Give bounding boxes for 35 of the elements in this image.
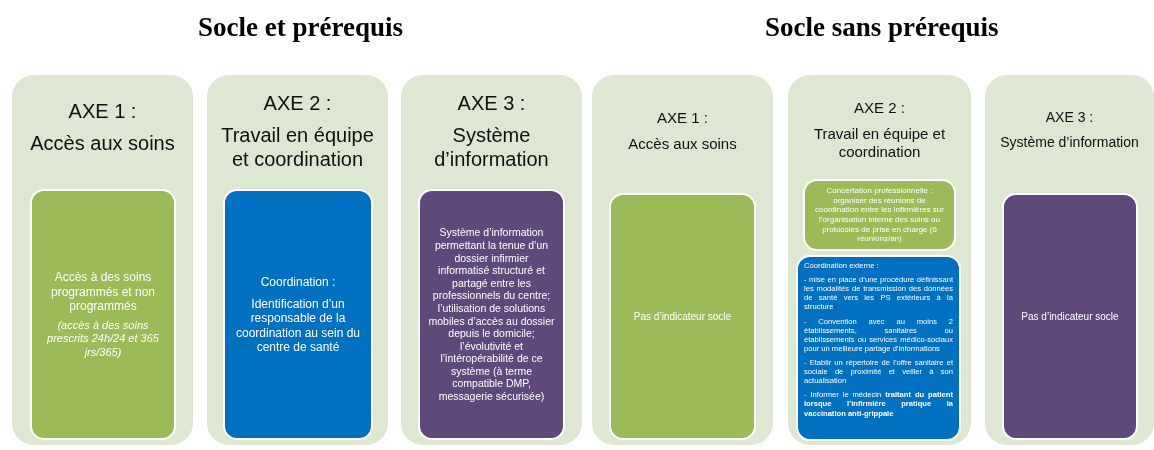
axis-title: Travail en équipe et coordination xyxy=(220,123,375,171)
axis-panel xyxy=(985,75,1154,445)
axis-title: Accès aux soins xyxy=(29,131,176,155)
axis-number: AXE 1 : xyxy=(656,109,709,127)
indicator-card xyxy=(418,189,565,440)
card-text: Pas d’indicateur socle xyxy=(1021,310,1119,323)
card-heading: Accès à des soins programmés et non programmés xyxy=(49,270,157,314)
indicator-card xyxy=(803,179,956,251)
axis-number: AXE 3 : xyxy=(456,91,527,115)
axis-panel xyxy=(207,75,388,445)
indicator-card xyxy=(796,255,961,441)
axis-panel xyxy=(592,75,773,445)
card-text: (accès à des soins prescrits 24h/24 et 365 jrs/365) xyxy=(45,319,160,359)
card-text: Pas d’indicateur socle xyxy=(633,310,732,323)
indicator-card xyxy=(1002,193,1138,440)
section-heading: Socle et prérequis xyxy=(198,12,403,43)
axis-number: AXE 3 : xyxy=(1044,109,1095,126)
section-heading: Socle sans prérequis xyxy=(765,12,999,43)
axis-number: AXE 2 : xyxy=(853,99,906,117)
axis-title: Travail en équipe et coordination xyxy=(812,125,947,161)
card-text: Identification d’un responsable de la coordination au sein du centre de santé xyxy=(234,296,362,355)
axis-panel xyxy=(788,75,971,445)
card-text: Système d’information permettant la tenue d’un dossier infirmier informatisé structuré et partagé entre les professionnels du centre; l’utilisation de solutions mobiles d’accès au dossier depuis le domicile; l’évolutivité et l’intéropérabilité de ce système (à terme compatible DMP, messagerie sécurisée) xyxy=(428,226,555,403)
indicator-card xyxy=(223,189,373,440)
indicator-card xyxy=(30,189,176,440)
axis-title: Système d’information xyxy=(999,133,1140,151)
indicator-card xyxy=(609,193,756,440)
axis-number: AXE 2 : xyxy=(262,91,333,115)
axis-number: AXE 1 : xyxy=(67,99,138,123)
axis-panel xyxy=(401,75,582,445)
axis-title: Système d’information xyxy=(433,123,550,171)
card-text: Concertation professionnelle : organiser des réunions de coordination entre les infirmières sur l’organisation interne des soins ou protocoles de prise en charge (6 réunions/an) xyxy=(814,186,945,244)
axis-panel xyxy=(12,75,193,445)
card-heading: Coordination : xyxy=(260,274,336,289)
axis-title: Accès aux soins xyxy=(627,135,738,153)
